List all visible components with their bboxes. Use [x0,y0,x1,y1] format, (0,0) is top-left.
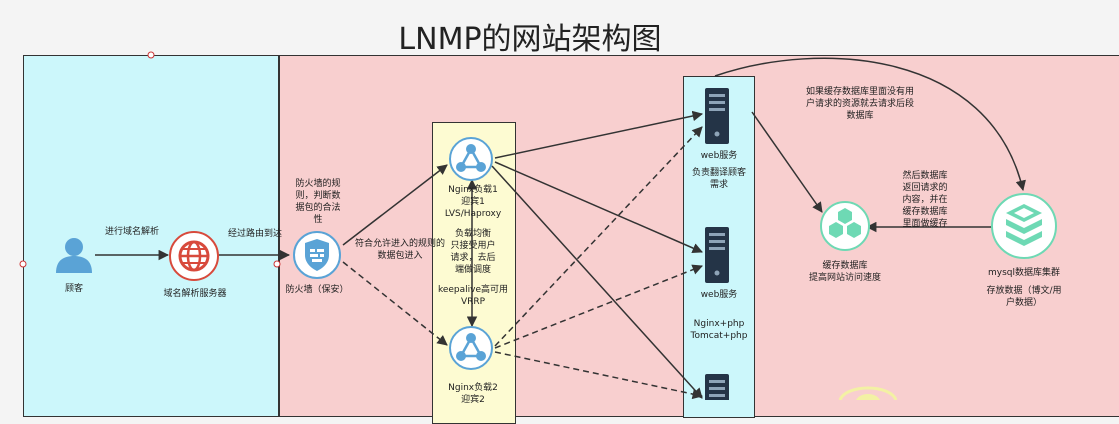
web-server-3-icon[interactable] [705,374,729,400]
cache-back-annotation: 然后数据库返回请求的 内容，并在缓存数据库 里面做缓存 [902,171,948,229]
web-server-2-icon[interactable] [705,227,729,283]
selection-handle[interactable] [147,51,155,59]
cache-miss-annotation: 如果缓存数据库里面没有用户请求的资源就去请求后段数据库 [805,87,914,121]
web-server-1-icon[interactable] [705,88,729,144]
customer-label: 顾客 [64,284,83,294]
route-annotation: 经过路由到达 [227,229,282,239]
allowed-packets-annotation: 符合允许进入的规则的数据包进入 [354,239,445,261]
nginx1-network-icon[interactable] [448,137,494,181]
arrow-firewall-nginx1 [342,164,448,246]
diagram-title: LNMP的网站架构图 [398,22,662,57]
firewall-rules-annotation: 防火墙的规则，判断数 据包的合法性 [295,179,341,225]
partial-node-icon [838,386,898,400]
arrow-nginx2-web2 [494,264,703,349]
arrow-nginx2-web3 [494,351,704,400]
user-icon[interactable] [54,236,94,274]
web-server-1-label: web服务 [700,151,738,161]
arrow-firewall-nginx2 [342,261,448,346]
arrow-web1-cache [751,111,823,213]
domain-resolve-annotation: 进行域名解析 [104,227,159,237]
architecture-diagram: LNMP的网站架构图 顾客 [19,22,1119,424]
selection-handle[interactable] [273,260,281,268]
connection-lines [19,51,1026,400]
arrow-nginx1-web3 [491,165,703,399]
globe-icon[interactable] [168,230,220,282]
load-balance-annotation: 负载均衡只接受用户 请求，去后端做调度 [450,229,496,275]
arrow-nginx1-web1 [494,110,704,159]
firewall-icon[interactable] [292,231,342,279]
cache-database-icon[interactable] [820,200,870,252]
mysql-cluster-label: mysql数据库集群 [988,268,1060,278]
arrow-nginx1-web2 [494,161,703,254]
firewall-label: 防火墙（保安） [285,285,349,295]
web-server-1-desc: 负责翻译顾客需求 [691,168,746,190]
nginx2-network-icon[interactable] [448,326,494,370]
mysql-cluster-icon[interactable] [990,192,1058,260]
web-server-2-label: web服务 [700,290,738,300]
arrow-web1-mysql [714,57,1026,192]
client-zone [23,55,279,417]
selection-handle[interactable] [19,260,27,268]
arrow-nginx2-web1 [494,126,703,347]
dns-server-label: 域名解析服务器 [163,289,227,299]
mysql-cluster-desc: 存放数据（博文/用户数据） [986,286,1062,308]
cache-database-label: 缓存数据库提高网站访问速度 [808,261,881,283]
